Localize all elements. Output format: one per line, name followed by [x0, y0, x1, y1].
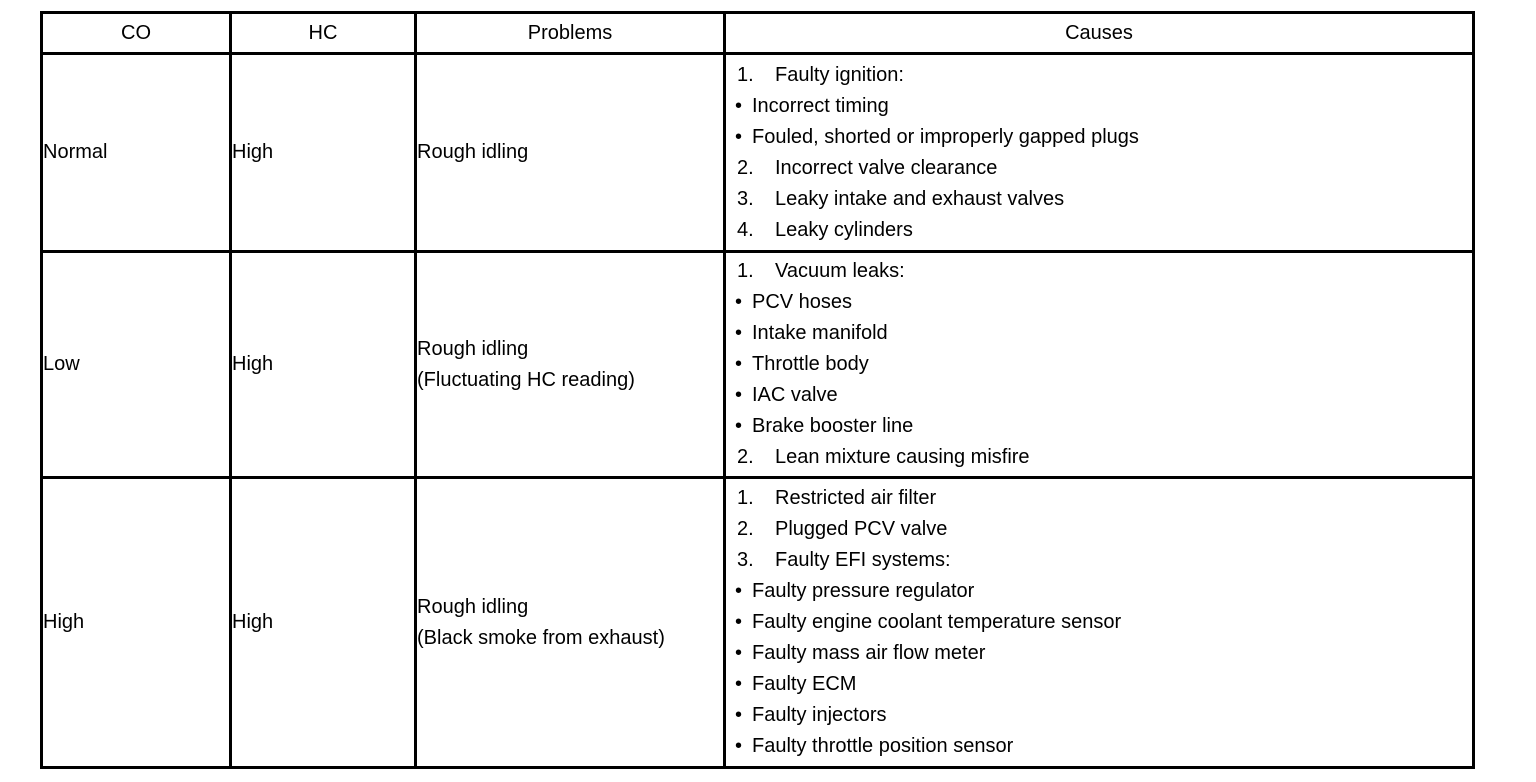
cause-item: 3. Leaky intake and exhaust valves [734, 184, 1472, 215]
cause-text: Incorrect valve clearance [775, 156, 998, 179]
cause-marker: • [735, 384, 743, 406]
cause-marker: 4. [737, 218, 754, 241]
table-body: Normal High Rough idling 1. Faulty igniti… [40, 52, 1475, 769]
column-header-co: CO [40, 11, 232, 55]
causes-list: 1. Restricted air filter 2. Plugged PCV va… [726, 483, 1472, 762]
cause-text: Vacuum leaks: [775, 260, 905, 282]
cause-text: Intake manifold [752, 322, 888, 344]
cause-text: Faulty ignition: [775, 63, 904, 86]
cause-item: 2. Incorrect valve clearance [734, 153, 1472, 184]
cause-marker: • [735, 580, 743, 602]
cause-item: 2. Plugged PCV valve [734, 514, 1472, 545]
cause-marker: • [735, 353, 743, 375]
cause-text: Brake booster line [752, 415, 914, 437]
cause-text: Throttle body [752, 353, 869, 375]
cell-co: Normal [40, 52, 232, 253]
cell-problems: Rough idling (Fluctuating HC reading) [414, 250, 726, 479]
cause-text: Faulty engine coolant temperature sensor [752, 611, 1122, 633]
cause-marker: • [735, 415, 743, 437]
cause-item: 1. Vacuum leaks: [734, 256, 1472, 287]
cause-item: • Faulty mass air flow meter [734, 638, 1472, 669]
cause-marker: • [735, 735, 743, 757]
problem-line: (Fluctuating HC reading) [417, 368, 635, 391]
cause-item: 1. Restricted air filter [734, 483, 1472, 514]
cause-item: • Incorrect timing [734, 91, 1472, 122]
cause-item: • IAC valve [734, 380, 1472, 411]
cause-text: Lean mixture causing misfire [775, 446, 1030, 468]
cause-item: 1. Faulty ignition: [734, 60, 1472, 91]
cause-text: Fouled, shorted or improperly gapped plu… [752, 125, 1139, 148]
header-row: CO HC Problems Causes [40, 11, 1475, 55]
cause-marker: • [735, 322, 743, 344]
column-header-hc: HC [229, 11, 417, 55]
column-header-causes: Causes [723, 11, 1475, 55]
cause-text: Incorrect timing [752, 94, 889, 117]
problem-line: Rough idling [417, 595, 529, 618]
cause-text: Faulty injectors [752, 704, 887, 726]
column-header-problems: Problems [414, 11, 726, 55]
cause-marker: 1. [737, 63, 754, 86]
cause-marker: • [735, 642, 743, 664]
diagnostic-table: CO HC Problems Causes Normal High Rough … [40, 11, 1475, 769]
problem-line: Rough idling [417, 337, 529, 360]
cause-text: Faulty ECM [752, 673, 857, 695]
cause-marker: 2. [737, 446, 754, 468]
cell-hc: High [229, 52, 417, 253]
cause-text: Faulty pressure regulator [752, 580, 975, 602]
cell-hc: High [229, 250, 417, 479]
cause-text: Plugged PCV valve [775, 518, 948, 540]
cell-co: High [40, 476, 232, 769]
problem-line: Rough idling [417, 141, 529, 163]
cause-marker: • [735, 125, 743, 148]
cause-item: • Faulty engine coolant temperature senso… [734, 607, 1472, 638]
cause-marker: • [735, 94, 743, 117]
cell-causes: 1. Restricted air filter 2. Plugged PCV va… [723, 476, 1475, 769]
table-row: High High Rough idling (Black smoke from… [40, 476, 1475, 769]
cause-text: IAC valve [752, 384, 838, 406]
cause-item: • PCV hoses [734, 287, 1472, 318]
cause-text: Leaky intake and exhaust valves [775, 187, 1065, 210]
cause-item: 3. Faulty EFI systems: [734, 545, 1472, 576]
cause-marker: 3. [737, 187, 754, 210]
cell-problems: Rough idling [414, 52, 726, 253]
cause-marker: 2. [737, 518, 754, 540]
cause-marker: 2. [737, 156, 754, 179]
cause-item: • Faulty injectors [734, 700, 1472, 731]
cause-item: • Brake booster line [734, 411, 1472, 442]
cell-problems: Rough idling (Black smoke from exhaust) [414, 476, 726, 769]
cause-item: • Faulty throttle position sensor [734, 731, 1472, 762]
cause-text: Restricted air filter [775, 487, 937, 509]
cause-marker: • [735, 611, 743, 633]
cell-co: Low [40, 250, 232, 479]
cell-hc: High [229, 476, 417, 769]
table-header: CO HC Problems Causes [40, 11, 1475, 55]
cause-text: Faulty throttle position sensor [752, 735, 1014, 757]
cause-marker: • [735, 704, 743, 726]
cell-causes: 1. Vacuum leaks: • PCV hoses • Intake manif… [723, 250, 1475, 479]
cell-causes: 1. Faulty ignition: • Incorrect timing • Fo… [723, 52, 1475, 253]
cause-text: PCV hoses [752, 291, 853, 313]
table-row: Low High Rough idling (Fluctuating HC re… [40, 250, 1475, 479]
problem-line: (Black smoke from exhaust) [417, 626, 665, 649]
causes-list: 1. Faulty ignition: • Incorrect timing • Fo… [726, 60, 1472, 246]
table-row: Normal High Rough idling 1. Faulty igniti… [40, 52, 1475, 253]
cause-marker: 3. [737, 549, 754, 571]
cause-marker: 1. [737, 260, 754, 282]
cause-marker: • [735, 291, 743, 313]
cause-item: 4. Leaky cylinders [734, 215, 1472, 246]
cause-item: • Faulty pressure regulator [734, 576, 1472, 607]
cause-text: Faulty mass air flow meter [752, 642, 986, 664]
cause-marker: • [735, 673, 743, 695]
causes-list: 1. Vacuum leaks: • PCV hoses • Intake manif… [726, 256, 1472, 473]
cause-item: • Intake manifold [734, 318, 1472, 349]
cause-text: Leaky cylinders [775, 218, 913, 241]
cause-marker: 1. [737, 487, 754, 509]
cause-text: Faulty EFI systems: [775, 549, 951, 571]
cause-item: • Throttle body [734, 349, 1472, 380]
cause-item: 2. Lean mixture causing misfire [734, 442, 1472, 473]
cause-item: • Faulty ECM [734, 669, 1472, 700]
cause-item: • Fouled, shorted or improperly gapped pl… [734, 122, 1472, 153]
